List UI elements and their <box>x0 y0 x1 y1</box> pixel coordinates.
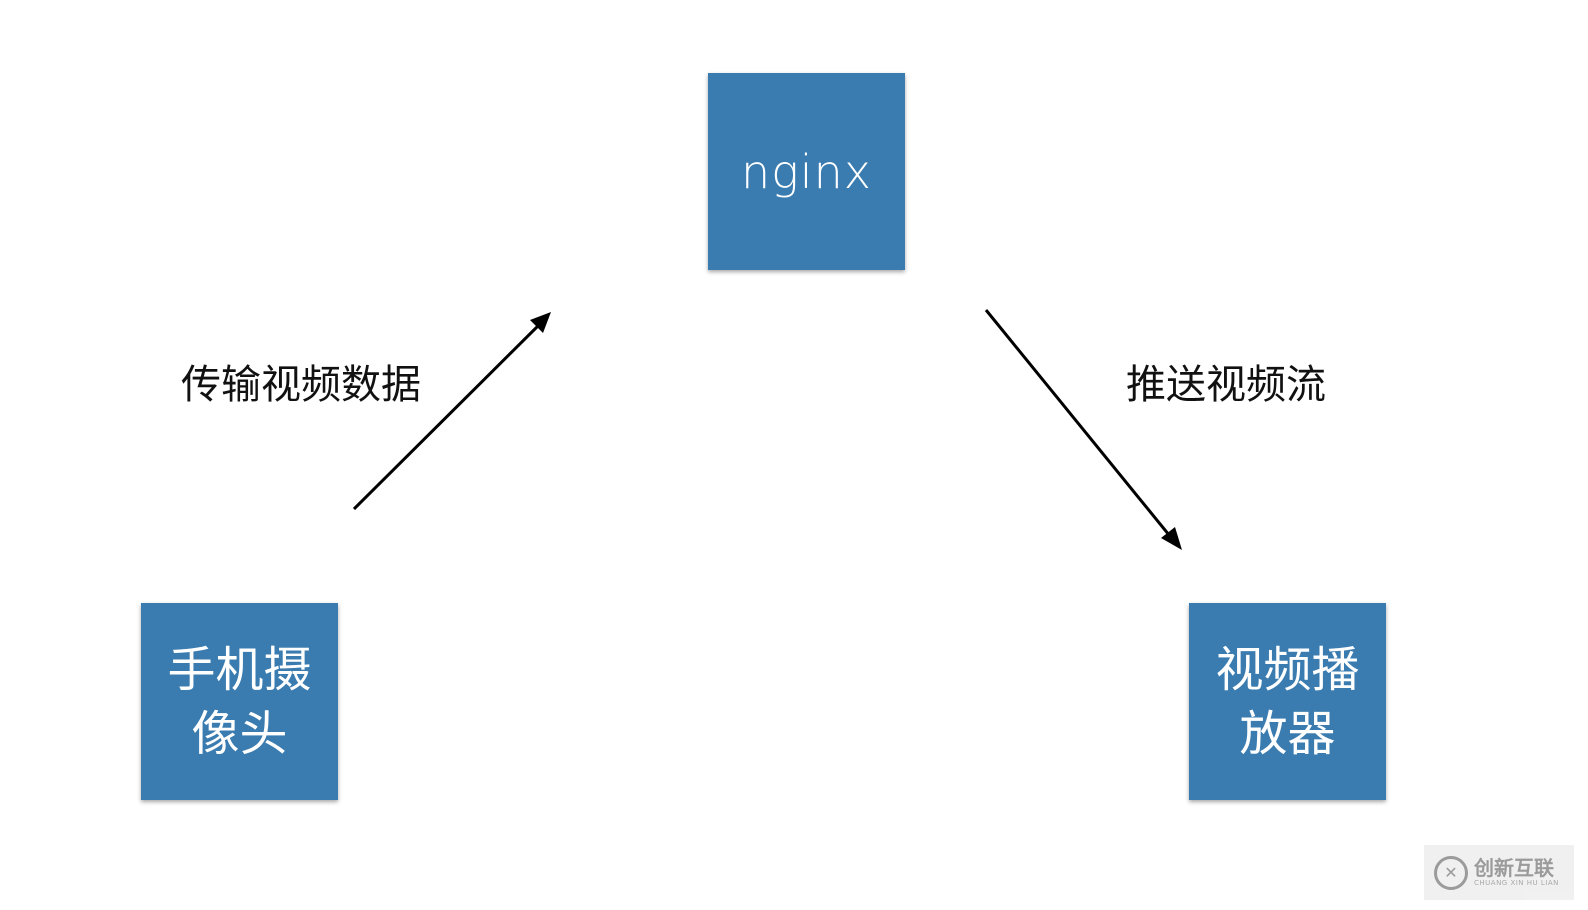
watermark-text: 创新互联 CHUANG XIN HU LIAN <box>1474 858 1559 887</box>
nginx-node-label: nginx <box>741 144 872 199</box>
push-arrowhead <box>1161 527 1182 550</box>
watermark: ✕ 创新互联 CHUANG XIN HU LIAN <box>1424 845 1574 900</box>
watermark-name: 创新互联 <box>1474 856 1554 880</box>
watermark-subtitle: CHUANG XIN HU LIAN <box>1474 879 1559 887</box>
video-player-node-label: 视频播 放器 <box>1215 641 1360 762</box>
upload-arrowhead <box>530 312 551 333</box>
upload-edge-label: 传输视频数据 <box>181 362 421 408</box>
phone-camera-node: 手机摄 像头 <box>141 603 338 800</box>
push-arrow <box>984 309 1180 547</box>
push-edge-label: 推送视频流 <box>1126 362 1326 408</box>
phone-camera-node-label: 手机摄 像头 <box>167 641 312 762</box>
watermark-logo-icon: ✕ <box>1434 855 1468 890</box>
nginx-node: nginx <box>708 73 905 270</box>
upload-arrow <box>352 314 550 511</box>
video-player-node: 视频播 放器 <box>1189 603 1386 800</box>
